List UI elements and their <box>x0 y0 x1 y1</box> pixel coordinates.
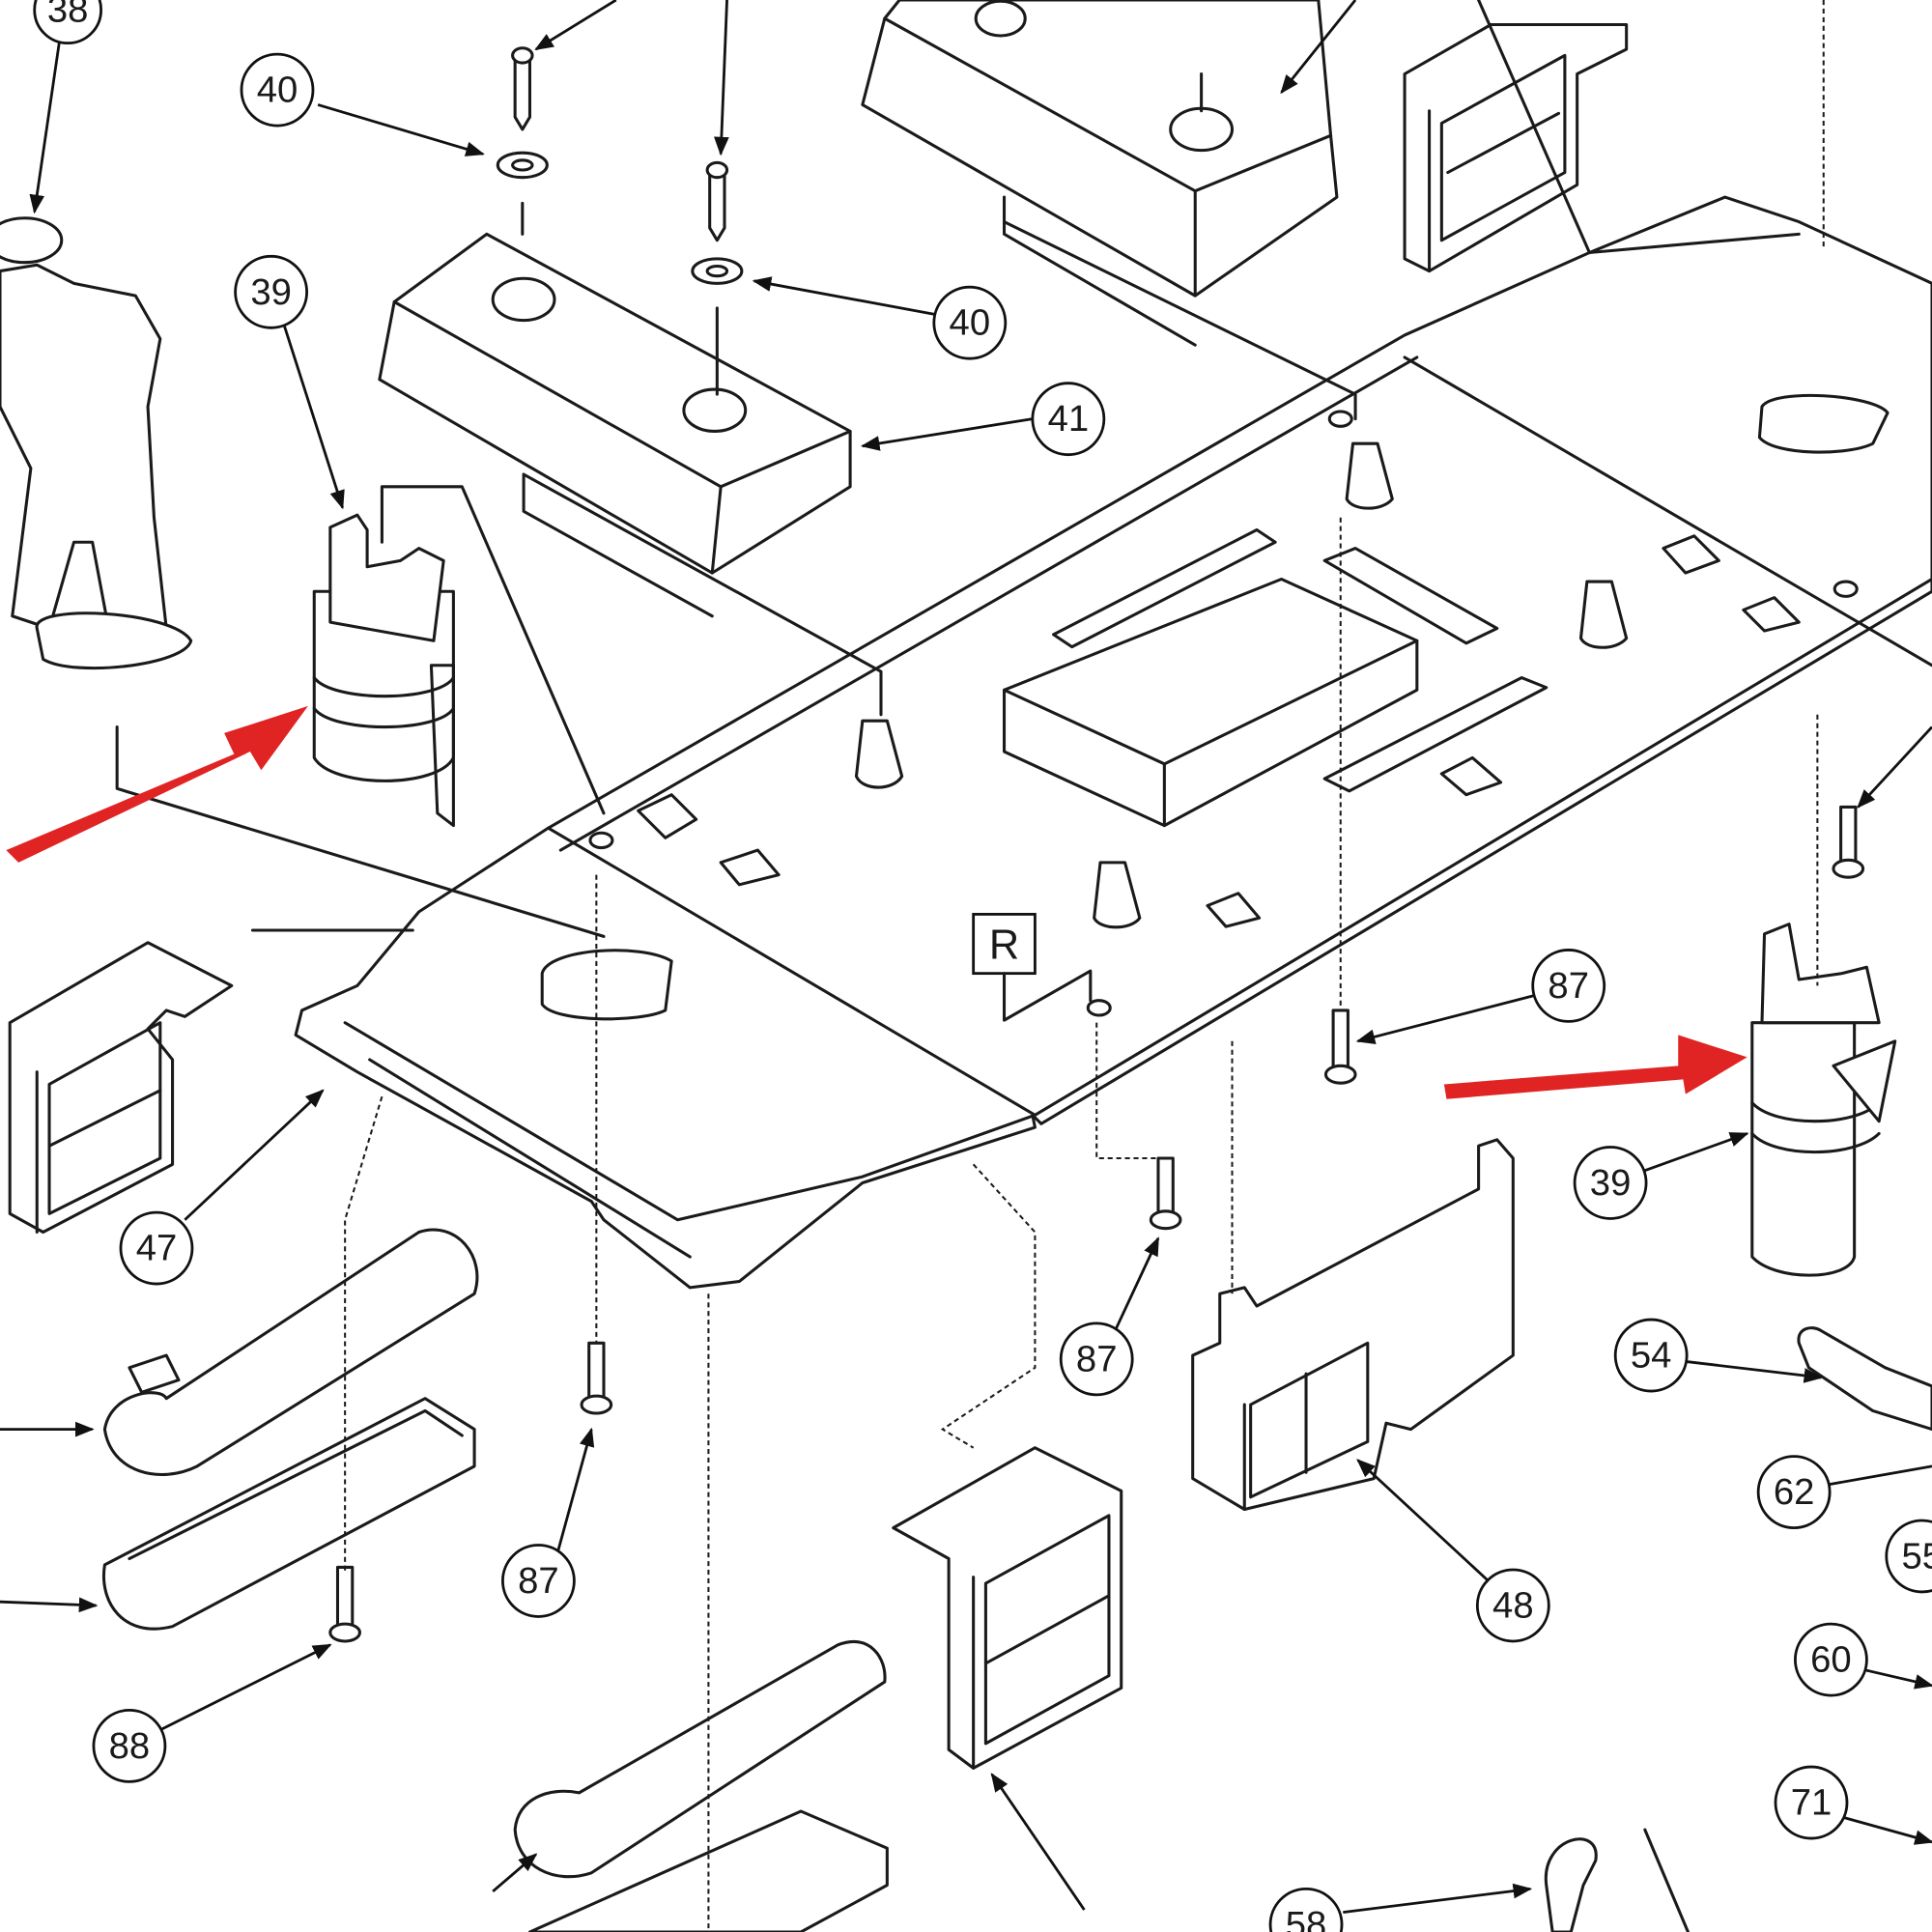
reference-label-r: R <box>972 913 1093 1022</box>
callout-60: 60 <box>1794 1622 1868 1697</box>
figure-38 <box>0 216 193 670</box>
screws <box>328 46 1865 1643</box>
callout-41: 41 <box>1031 382 1106 457</box>
chassis-plate <box>294 195 1932 1290</box>
bracket-lower-center <box>892 1446 1123 1770</box>
svg-text:39: 39 <box>1590 1162 1632 1204</box>
bracket-47 <box>8 941 234 1235</box>
callout-87: 87 <box>501 1544 576 1618</box>
callout-38: 38 <box>33 0 102 45</box>
svg-text:54: 54 <box>1631 1335 1672 1377</box>
svg-text:39: 39 <box>250 271 292 313</box>
callout-40: 40 <box>932 285 1008 360</box>
svg-text:47: 47 <box>136 1228 178 1269</box>
callout-40: 40 <box>240 52 315 128</box>
part-39-left <box>312 513 455 828</box>
svg-text:48: 48 <box>1492 1584 1534 1626</box>
svg-text:87: 87 <box>518 1560 559 1602</box>
cylinder-parts <box>101 1228 889 1932</box>
callout-71: 71 <box>1774 1765 1849 1840</box>
assembly-lines <box>115 0 1825 1932</box>
part-39-right <box>1750 923 1897 1277</box>
callout-39: 39 <box>1573 1146 1648 1220</box>
svg-text:40: 40 <box>257 70 298 111</box>
svg-text:41: 41 <box>1048 398 1090 440</box>
svg-text:38: 38 <box>47 0 89 31</box>
callout-47: 47 <box>119 1210 194 1286</box>
block-41 <box>378 232 852 618</box>
bracket-top-right <box>1403 22 1629 273</box>
callout-87: 87 <box>1059 1321 1134 1397</box>
svg-text:62: 62 <box>1774 1471 1815 1513</box>
block-upper-right <box>861 0 1339 347</box>
highlight-arrow-left <box>6 705 308 863</box>
part-48 <box>1191 1138 1515 1512</box>
svg-text:71: 71 <box>1791 1782 1833 1824</box>
highlight-arrow-right <box>1443 1035 1747 1099</box>
callout-88: 88 <box>92 1709 167 1783</box>
svg-text:60: 60 <box>1810 1639 1852 1681</box>
callout-58: 58 <box>1268 1887 1344 1932</box>
svg-text:55: 55 <box>1902 1535 1932 1577</box>
svg-text:40: 40 <box>950 302 991 344</box>
svg-text:87: 87 <box>1548 965 1589 1007</box>
svg-text:58: 58 <box>1286 1904 1327 1932</box>
svg-text:88: 88 <box>109 1725 151 1767</box>
callout-62: 62 <box>1756 1455 1832 1530</box>
callout-54: 54 <box>1613 1318 1689 1393</box>
small-parts-right <box>1544 1326 1932 1932</box>
callout-39: 39 <box>234 254 309 329</box>
callout-48: 48 <box>1475 1568 1550 1643</box>
svg-text:87: 87 <box>1076 1338 1118 1379</box>
callout-87: 87 <box>1531 949 1606 1023</box>
svg-text:R: R <box>989 922 1019 968</box>
callout-55: 55 <box>1885 1519 1932 1594</box>
